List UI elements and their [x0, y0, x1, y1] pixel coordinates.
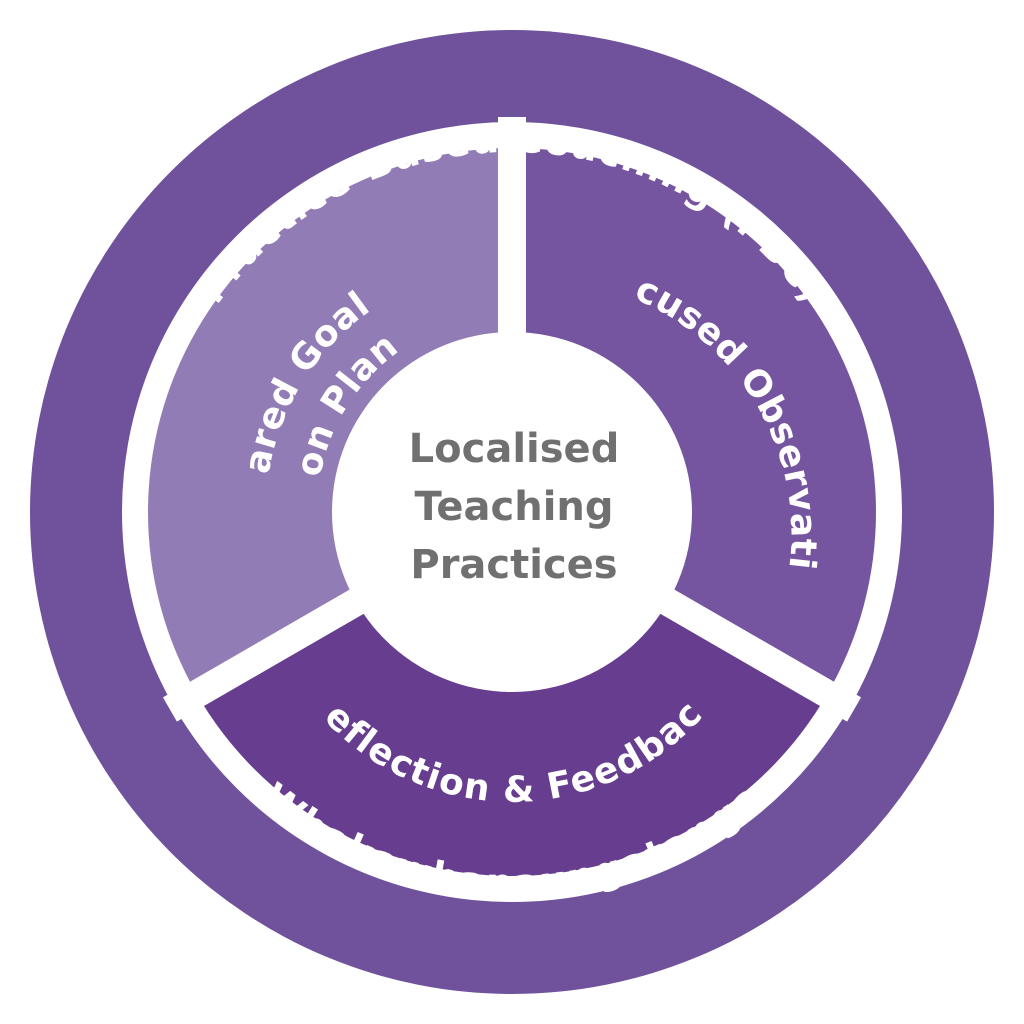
center-label-line2: Teaching: [414, 484, 613, 530]
segment-focused-observation: [512, 148, 876, 694]
segment-shared-goals: [148, 148, 512, 694]
center-circle: [332, 332, 692, 692]
center-label-line1: Localised: [409, 426, 620, 472]
segment-reflection-feedback: [196, 587, 828, 876]
center-label-line3: Practices: [410, 542, 617, 588]
